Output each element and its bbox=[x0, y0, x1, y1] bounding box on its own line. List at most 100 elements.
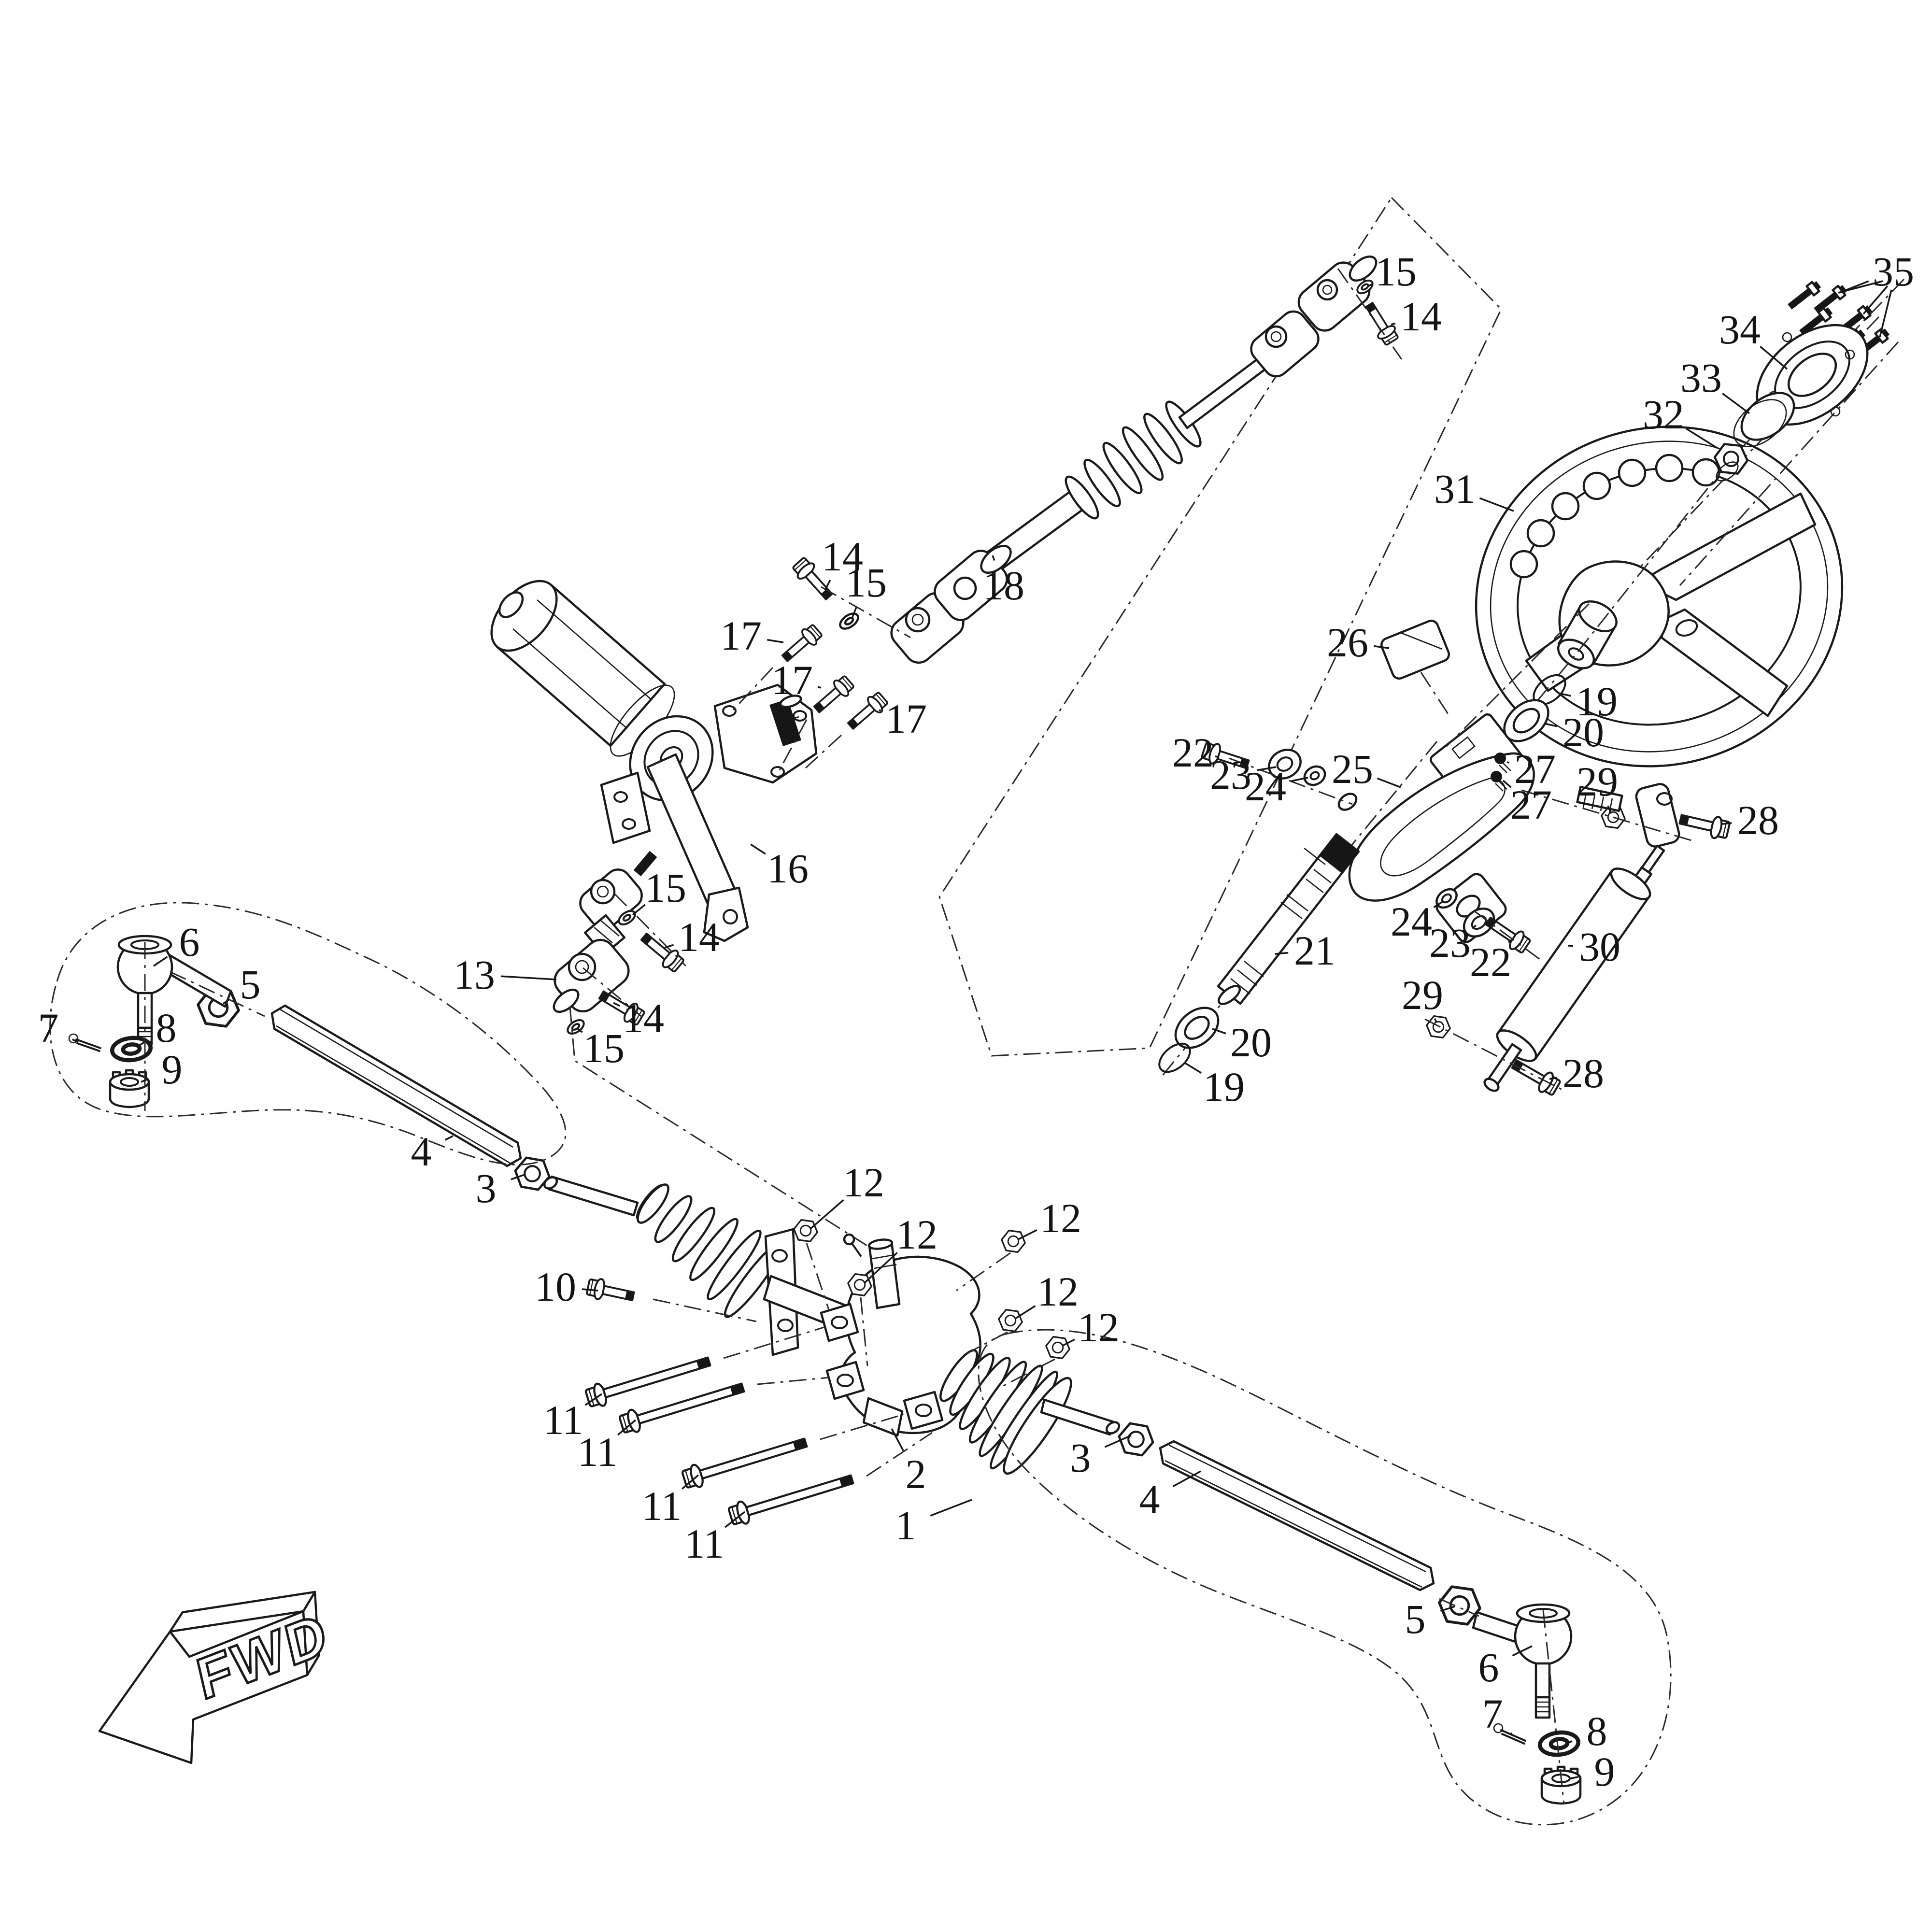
leader-line-17 bbox=[817, 686, 822, 689]
extra-leader-0 bbox=[1838, 280, 1883, 294]
callout-17: 17 bbox=[885, 696, 927, 742]
callout-19: 19 bbox=[1203, 1064, 1245, 1110]
leader-line-28 bbox=[1549, 1077, 1558, 1080]
leader-line-11 bbox=[617, 1419, 637, 1436]
callout-8: 8 bbox=[1587, 1708, 1607, 1754]
leader-line-14 bbox=[613, 1002, 620, 1007]
leader-line-28 bbox=[1722, 822, 1732, 825]
leader-line-24 bbox=[1291, 777, 1308, 782]
callout-14: 14 bbox=[678, 914, 720, 960]
leader-line-15 bbox=[632, 904, 646, 916]
callout-4: 4 bbox=[1139, 1476, 1160, 1522]
leader-line-23 bbox=[1471, 924, 1477, 929]
nut-12-a bbox=[792, 1218, 820, 1243]
leader-line-22 bbox=[1215, 755, 1220, 758]
lower-column-shaft bbox=[1158, 741, 1438, 1080]
leader-line-33 bbox=[1722, 393, 1750, 414]
left-tie-rod-end-detail bbox=[49, 902, 567, 1165]
callout-2: 2 bbox=[906, 1451, 926, 1497]
leader-line-15 bbox=[1368, 283, 1373, 287]
callout-29: 29 bbox=[1402, 972, 1443, 1018]
callout-14: 14 bbox=[1400, 293, 1442, 340]
leader-line-14 bbox=[664, 944, 674, 949]
leader-line-7 bbox=[71, 1038, 79, 1043]
callout-24: 24 bbox=[1391, 898, 1432, 945]
callout-9: 9 bbox=[1594, 1748, 1615, 1795]
castle-nut-9-left bbox=[110, 1070, 149, 1107]
leader-line-27 bbox=[1506, 761, 1509, 764]
detail-boundary-box bbox=[938, 196, 1502, 1057]
leader-line-25 bbox=[1377, 777, 1401, 788]
leader-line-13 bbox=[500, 975, 557, 980]
callout-31: 31 bbox=[1434, 466, 1476, 512]
leader-line-16 bbox=[750, 843, 766, 855]
leader-line-4 bbox=[1172, 1470, 1201, 1488]
callout-12: 12 bbox=[1078, 1304, 1119, 1350]
callout-15: 15 bbox=[583, 1025, 625, 1071]
leader-line-12 bbox=[1018, 1229, 1037, 1240]
callout-3: 3 bbox=[1070, 1435, 1091, 1481]
callout-14: 14 bbox=[822, 533, 863, 580]
leader-line-26 bbox=[1374, 645, 1390, 649]
callout-20: 20 bbox=[1230, 1019, 1272, 1065]
callout-10: 10 bbox=[535, 1264, 576, 1310]
leader-line-20 bbox=[1544, 723, 1558, 727]
fwd-marker: FWD bbox=[98, 1591, 336, 1764]
callout-6: 6 bbox=[1478, 1644, 1499, 1690]
callout-28: 28 bbox=[1737, 797, 1779, 843]
callout-3: 3 bbox=[476, 1165, 497, 1211]
callout-9: 9 bbox=[162, 1046, 183, 1093]
callout-21: 21 bbox=[1294, 927, 1335, 974]
leader-line-12 bbox=[810, 1199, 844, 1230]
callout-18: 18 bbox=[983, 562, 1024, 609]
leader-line-8 bbox=[1565, 1740, 1573, 1745]
leader-line-18 bbox=[992, 555, 995, 561]
upper-intermediate-shaft bbox=[890, 255, 1403, 664]
leader-line-3 bbox=[511, 1174, 525, 1180]
callout-17: 17 bbox=[720, 612, 762, 659]
callout-32: 32 bbox=[1643, 391, 1684, 438]
leader-line-31 bbox=[1479, 497, 1514, 512]
extra-leader-1 bbox=[1862, 285, 1889, 315]
leader-line-9 bbox=[141, 1079, 148, 1083]
callout-26: 26 bbox=[1327, 619, 1368, 666]
leader-line-15 bbox=[851, 607, 857, 619]
leader-line-20 bbox=[1212, 1028, 1226, 1035]
leader-line-23 bbox=[1256, 766, 1277, 771]
leader-line-19 bbox=[1560, 693, 1571, 697]
bolt-17-b bbox=[809, 673, 857, 718]
leader-line-21 bbox=[1275, 952, 1289, 955]
callout-33: 33 bbox=[1680, 355, 1722, 401]
callout-13: 13 bbox=[454, 952, 495, 998]
leader-line-12 bbox=[1015, 1305, 1036, 1320]
eps-motor-unit bbox=[490, 554, 911, 942]
callout-27: 27 bbox=[1510, 781, 1552, 828]
leader-line-5 bbox=[222, 999, 229, 1005]
callout-30: 30 bbox=[1579, 923, 1620, 970]
leader-line-24 bbox=[1433, 900, 1444, 908]
bolt-28-lower bbox=[1509, 1054, 1562, 1097]
callout-34: 34 bbox=[1719, 306, 1761, 353]
callout-15: 15 bbox=[645, 865, 686, 911]
callout-8: 8 bbox=[156, 1005, 177, 1051]
callout-7: 7 bbox=[1482, 1690, 1503, 1737]
callout-20: 20 bbox=[1563, 709, 1604, 755]
callout-27: 27 bbox=[1514, 746, 1556, 792]
callout-4: 4 bbox=[411, 1128, 432, 1175]
callout-23: 23 bbox=[1210, 752, 1251, 798]
leader-line-11 bbox=[584, 1393, 602, 1406]
callout-11: 11 bbox=[578, 1429, 618, 1475]
leader-line-29 bbox=[1607, 805, 1612, 814]
leader-line-11 bbox=[724, 1511, 746, 1528]
callout-25: 25 bbox=[1332, 746, 1373, 792]
callout-24: 24 bbox=[1245, 763, 1286, 810]
rack-clamp-2 bbox=[862, 1397, 904, 1437]
callout-6: 6 bbox=[179, 919, 200, 965]
leader-line-12 bbox=[1062, 1338, 1075, 1347]
callout-11: 11 bbox=[543, 1397, 583, 1443]
callout-15: 15 bbox=[1375, 248, 1417, 295]
callout-35: 35 bbox=[1873, 248, 1914, 295]
leader-line-11 bbox=[681, 1474, 699, 1490]
nut-12-d bbox=[996, 1308, 1024, 1333]
